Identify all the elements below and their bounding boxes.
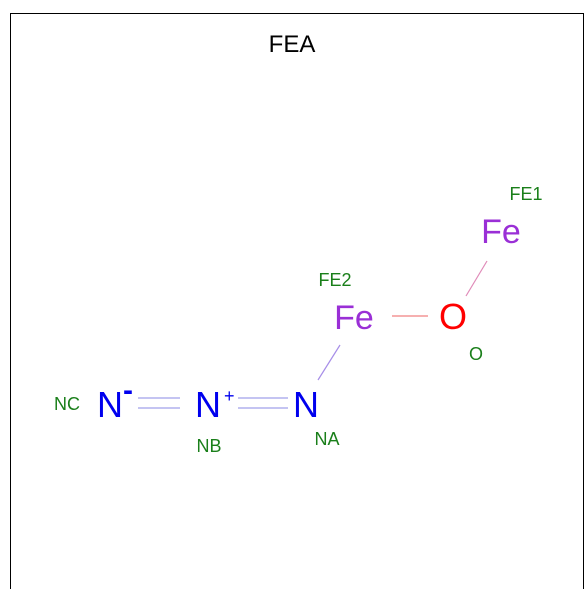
atom-fe1-label: FE1 (509, 184, 542, 204)
atom-nc-symbol: N (97, 384, 123, 425)
atom-na-label: NA (314, 429, 339, 449)
bond-o-fe1 (465, 260, 488, 297)
atom-fe2-label: FE2 (318, 270, 351, 290)
atom-na-symbol: N (293, 384, 319, 425)
atom-nb-symbol: N (195, 384, 221, 425)
atom-fe2-symbol: Fe (334, 299, 374, 337)
atom-o-label: O (469, 344, 483, 364)
atom-nc-label: NC (54, 394, 80, 414)
atom-o-symbol: O (439, 296, 467, 337)
atom-nb-charge: + (224, 386, 235, 406)
atom-nc-charge: - (123, 374, 133, 407)
bond-na-fe2 (317, 344, 341, 381)
atom-nb-label: NB (196, 436, 221, 456)
diagram-title: FEA (268, 31, 316, 58)
atom-fe1-symbol: Fe (481, 213, 521, 251)
